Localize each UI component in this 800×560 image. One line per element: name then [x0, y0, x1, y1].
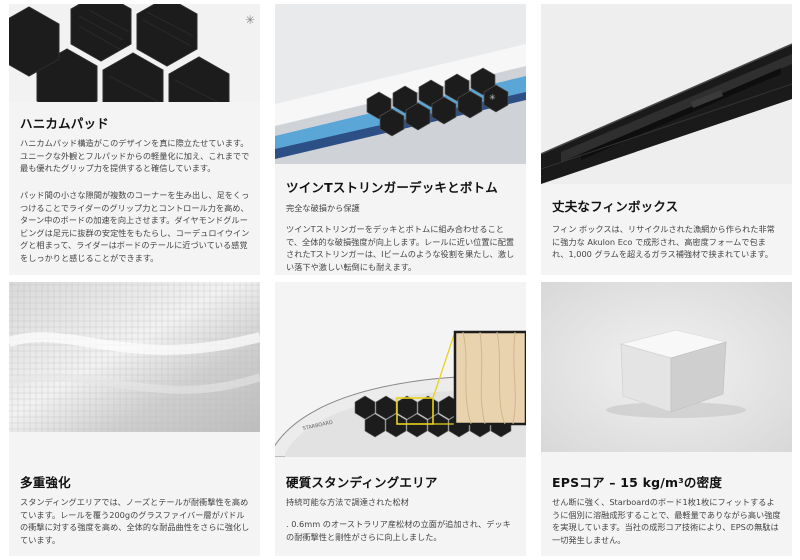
card-paragraph: ハニカムパッド構造がこのデザインを真に際立たせています。ユニークな外観とフルパッ… [20, 138, 250, 173]
feature-card-twin-t-stringer: ✳ ツインTストリンガーデッキとボトム 完全な破損から保護 ツインTストリンガー… [275, 4, 526, 275]
card-paragraph: フィン ボックスは、リサイクルされた漁網から作られた非常に強力な Akulon … [552, 224, 775, 259]
card-title: 丈夫なフィンボックス [552, 199, 679, 214]
twin-t-stringer-image: ✳ [275, 4, 526, 164]
card-paragraph: スタンディングエリアでは、ノーズとテールが耐衝撃性を高めています。レールを覆う2… [20, 497, 250, 545]
card-paragraph: 完全な破損から保護 [286, 203, 360, 213]
card-title: 硬質スタンディングエリア [286, 475, 438, 490]
fin-box-image [541, 4, 792, 184]
card-paragraph: . 0.6mm のオーストラリア産松材の立面が追加され、デッキの耐衝撃性と剛性が… [286, 519, 511, 542]
card-paragraph: パッド間の小さな隙間が複数のコーナーを生み出し、足をくっつけることでライダーのグ… [20, 190, 250, 263]
honeycomb-pad-image: ✳ [9, 4, 260, 102]
feature-card-hard-standing-area: STARBOARD 硬質スタンディングエリア 持続可能な方法で調達された松材 .… [275, 282, 526, 556]
fiberglass-image [9, 282, 260, 432]
eps-core-image [541, 282, 792, 452]
svg-text:✳: ✳ [489, 93, 496, 102]
card-title: ハニカムパッド [20, 116, 109, 131]
feature-card-fin-box: 丈夫なフィンボックス フィン ボックスは、リサイクルされた漁網から作られた非常に… [541, 4, 792, 275]
feature-card-eps-core: EPSコア – 15 kg/m³の密度 せん断に強く、Starboardのボード… [541, 282, 792, 556]
card-title: 多重強化 [20, 475, 71, 490]
card-title: ツインTストリンガーデッキとボトム [286, 180, 498, 195]
standing-area-image: STARBOARD [275, 282, 526, 457]
card-paragraph: 持続可能な方法で調達された松材 [286, 497, 409, 507]
card-title: EPSコア – 15 kg/m³の密度 [552, 475, 723, 490]
feature-card-multi-reinforcement: 多重強化 スタンディングエリアでは、ノーズとテールが耐衝撃性を高めています。レー… [9, 282, 260, 556]
svg-text:✳: ✳ [245, 13, 255, 27]
card-paragraph: せん断に強く、Starboardのボード1枚1枚にフィットするように個別に溶融成… [552, 497, 781, 545]
card-paragraph: ツインTストリンガーをデッキとボトムに組み合わせることで、全体的な破損強度が向上… [286, 224, 515, 272]
feature-card-honeycomb-pad: ✳ ハニカムパッド ハニカムパッド構造がこのデザインを真に際立たせています。ユニ… [9, 4, 260, 275]
